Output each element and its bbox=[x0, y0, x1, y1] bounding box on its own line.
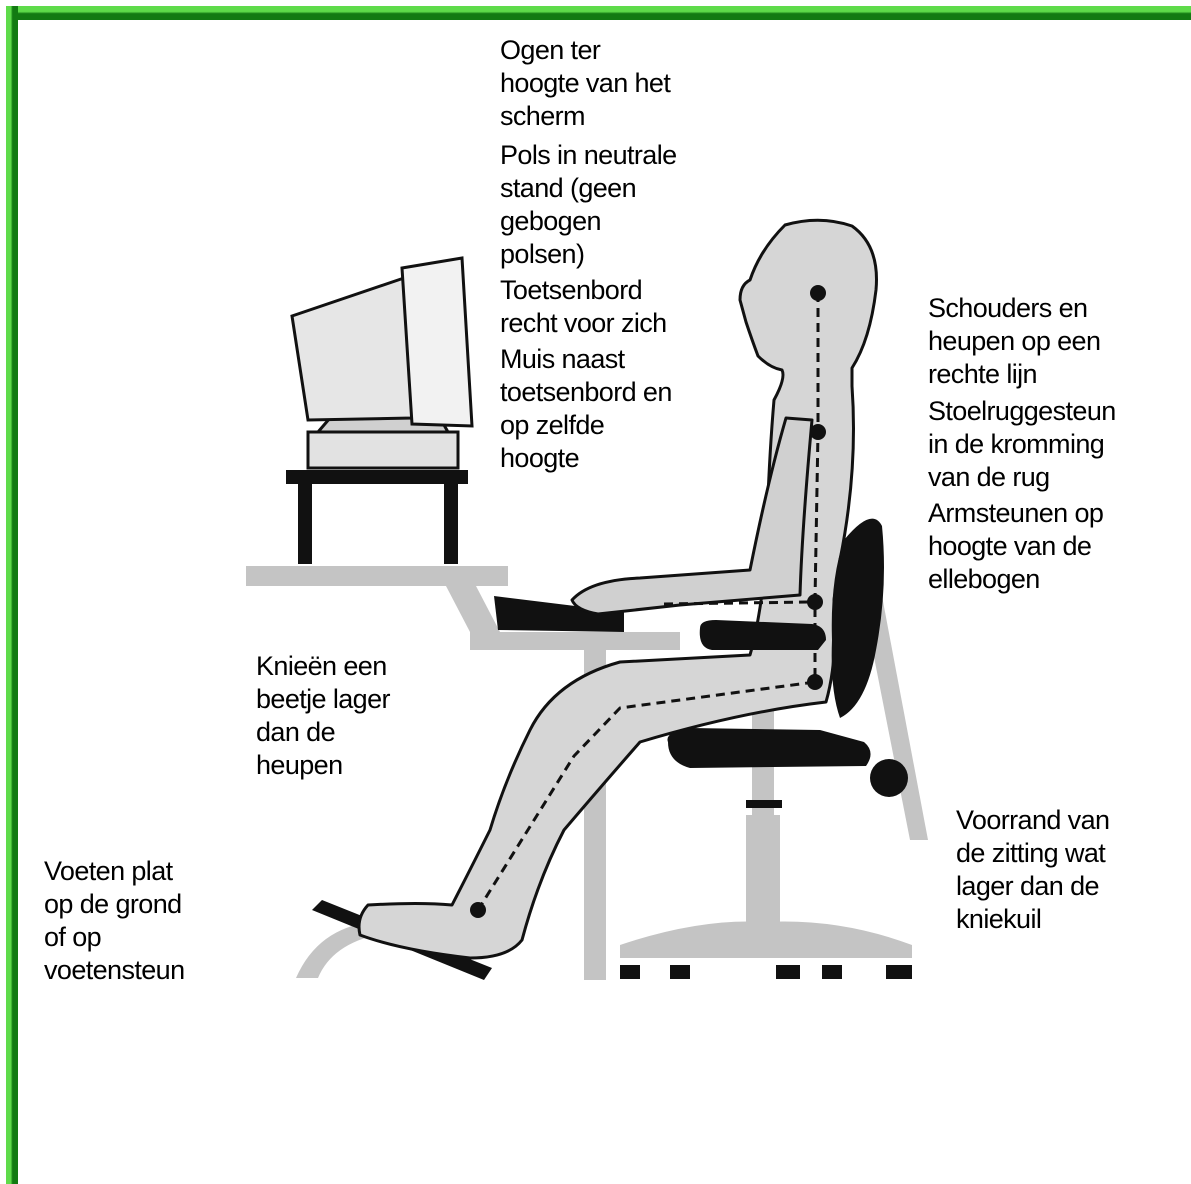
caption-feet-line-3: of op bbox=[44, 921, 185, 954]
caption-backrest-line-2: in de kromming bbox=[928, 428, 1116, 461]
caption-keyboard-line-1: Toetsenbord bbox=[500, 274, 667, 307]
monitor-stand bbox=[286, 470, 468, 564]
caption-feet-line-4: voetensteun bbox=[44, 954, 185, 987]
caption-keyboard: Toetsenbord recht voor zich bbox=[500, 274, 667, 340]
caption-shoulders-line-2: heupen op een bbox=[928, 325, 1100, 358]
caption-armrests: Armsteunen op hoogte van de ellebogen bbox=[928, 497, 1103, 596]
caption-mouse-line-3: op zelfde bbox=[500, 409, 672, 442]
caption-wrist-line-2: stand (geen bbox=[500, 172, 677, 205]
caption-wrist-line-1: Pols in neutrale bbox=[500, 139, 677, 172]
caption-knees-line-3: dan de bbox=[256, 716, 390, 749]
caption-feet: Voeten plat op de grond of op voetensteu… bbox=[44, 855, 185, 987]
caption-wrist: Pols in neutrale stand (geen gebogen pol… bbox=[500, 139, 677, 271]
caption-wrist-line-3: gebogen bbox=[500, 205, 677, 238]
caption-backrest-line-3: van de rug bbox=[928, 461, 1116, 494]
caption-eyes-line-1: Ogen ter bbox=[500, 34, 670, 67]
caption-armrests-line-1: Armsteunen op bbox=[928, 497, 1103, 530]
caption-seat-edge-line-2: de zitting wat bbox=[956, 837, 1109, 870]
caption-eyes-line-2: hoogte van het bbox=[500, 67, 670, 100]
caption-knees: Knieën een beetje lager dan de heupen bbox=[256, 650, 390, 782]
caption-keyboard-line-2: recht voor zich bbox=[500, 307, 667, 340]
caption-backrest: Stoelruggesteun in de kromming van de ru… bbox=[928, 395, 1116, 494]
caption-seat-edge-line-4: kniekuil bbox=[956, 903, 1109, 936]
caption-feet-line-2: op de grond bbox=[44, 888, 185, 921]
caption-knees-line-2: beetje lager bbox=[256, 683, 390, 716]
caption-feet-line-1: Voeten plat bbox=[44, 855, 185, 888]
caption-backrest-line-1: Stoelruggesteun bbox=[928, 395, 1116, 428]
caption-seat-edge: Voorrand van de zitting wat lager dan de… bbox=[956, 804, 1109, 936]
caption-seat-edge-line-3: lager dan de bbox=[956, 870, 1109, 903]
caption-mouse-line-2: toetsenbord en bbox=[500, 376, 672, 409]
caption-mouse-line-4: hoogte bbox=[500, 442, 672, 475]
caption-eyes-line-3: scherm bbox=[500, 100, 670, 133]
caption-mouse-line-1: Muis naast bbox=[500, 343, 672, 376]
caption-mouse: Muis naast toetsenbord en op zelfde hoog… bbox=[500, 343, 672, 475]
caption-knees-line-4: heupen bbox=[256, 749, 390, 782]
caption-armrests-line-3: ellebogen bbox=[928, 563, 1103, 596]
caption-knees-line-1: Knieën een bbox=[256, 650, 390, 683]
caption-seat-edge-line-1: Voorrand van bbox=[956, 804, 1109, 837]
caption-armrests-line-2: hoogte van de bbox=[928, 530, 1103, 563]
caption-shoulders: Schouders en heupen op een rechte lijn bbox=[928, 292, 1100, 391]
caption-shoulders-line-3: rechte lijn bbox=[928, 358, 1100, 391]
monitor bbox=[292, 258, 472, 468]
caption-eyes: Ogen ter hoogte van het scherm bbox=[500, 34, 670, 133]
caption-wrist-line-4: polsen) bbox=[500, 238, 677, 271]
caption-shoulders-line-1: Schouders en bbox=[928, 292, 1100, 325]
